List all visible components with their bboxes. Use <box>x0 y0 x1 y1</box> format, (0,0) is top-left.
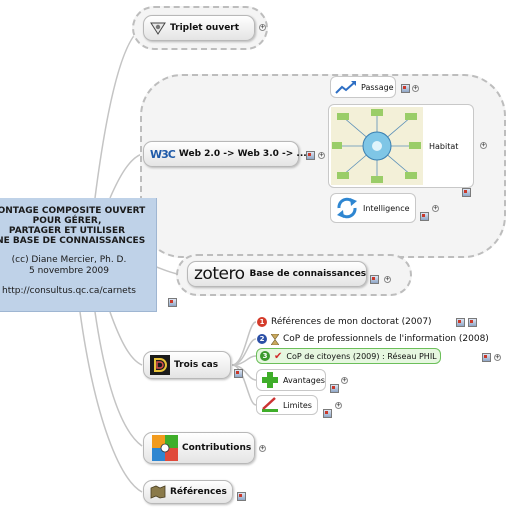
limites-label: Limites <box>283 400 312 410</box>
cas-3-note-icon[interactable] <box>482 353 491 362</box>
priority-3-icon: 3 <box>260 351 270 361</box>
priority-2-icon: 2 <box>257 334 267 344</box>
intelligence-expand-icon[interactable]: + <box>432 204 439 212</box>
passage-expand-icon[interactable]: + <box>412 84 419 92</box>
central-line-3: PARTAGER ET UTILISER <box>8 226 126 236</box>
topic-references[interactable]: Références <box>143 480 233 504</box>
intelligence-note-icon[interactable] <box>420 212 429 221</box>
hourglass-icon <box>271 333 279 345</box>
web-note-icon[interactable] <box>306 151 315 160</box>
node-intelligence[interactable]: Intelligence <box>330 193 416 223</box>
zotero-expand-icon[interactable]: + <box>384 275 391 283</box>
trois-cas-note-icon[interactable] <box>234 369 243 378</box>
central-url[interactable]: http://consultus.qc.ca/carnets <box>2 286 136 296</box>
trois-cas-label: Trois cas <box>174 360 219 370</box>
habitat-diagram-icon <box>331 107 423 185</box>
zotero-logo: zotero <box>194 264 245 284</box>
cas-1-note-icon-2[interactable] <box>468 318 477 327</box>
trend-arrow-icon <box>335 81 356 94</box>
contributions-expand-icon[interactable]: + <box>259 444 266 452</box>
cas-3-expand-icon[interactable]: + <box>494 353 501 361</box>
zotero-logo-text: zotero <box>194 264 245 284</box>
contributions-label: Contributions <box>182 443 252 453</box>
central-line-4: UNE BASE DE CONNAISSANCES <box>0 236 146 246</box>
node-cas-2[interactable]: 2 CoP de professionnels de l'information… <box>257 332 489 346</box>
habitat-label: Habitat <box>429 141 459 151</box>
node-habitat[interactable]: Habitat <box>328 104 474 188</box>
topic-zotero[interactable]: zotero Base de connaissances <box>187 261 367 287</box>
zotero-note-icon[interactable] <box>370 275 379 284</box>
central-line-2: POUR GÉRER, <box>32 216 102 226</box>
passage-note-icon[interactable] <box>401 84 410 93</box>
node-limites[interactable]: Limites <box>256 395 318 415</box>
cas-1-label: Références de mon doctorat (2007) <box>271 317 432 327</box>
node-cas-1[interactable]: 1 Références de mon doctorat (2007) <box>257 315 432 329</box>
plus-icon <box>262 372 278 388</box>
limites-expand-icon[interactable]: + <box>335 401 342 409</box>
triplet-label: Triplet ouvert <box>170 23 240 33</box>
zotero-label: Base de connaissances <box>249 269 367 279</box>
passage-label: Passage <box>361 82 394 92</box>
map-icon <box>150 485 166 499</box>
cas-2-label: CoP de professionnels de l'information (… <box>283 334 489 344</box>
cas-3-label: CoP de citoyens (2009) : Réseau PHIL <box>286 351 437 361</box>
limites-note-icon[interactable] <box>323 409 332 418</box>
central-note-icon[interactable] <box>168 298 177 307</box>
central-topic[interactable]: MONTAGE COMPOSITE OUVERT POUR GÉRER, PAR… <box>0 198 157 312</box>
intelligence-label: Intelligence <box>363 203 410 213</box>
central-line-1: MONTAGE COMPOSITE OUVERT <box>0 206 146 216</box>
refresh-icon <box>337 197 357 219</box>
habitat-expand-icon[interactable]: + <box>480 141 487 149</box>
topic-contributions[interactable]: Contributions <box>143 432 255 464</box>
references-note-icon[interactable] <box>237 492 246 501</box>
puzzle-icon <box>152 435 178 461</box>
references-label: Références <box>170 487 227 497</box>
avantages-expand-icon[interactable]: + <box>341 376 348 384</box>
node-cas-3[interactable]: 3 ✔ CoP de citoyens (2009) : Réseau PHIL <box>256 348 441 364</box>
priority-1-icon: 1 <box>257 317 267 327</box>
avantages-label: Avantages <box>283 375 325 385</box>
central-author: (cc) Diane Mercier, Ph. D. <box>11 255 127 265</box>
node-passage[interactable]: Passage <box>330 76 396 98</box>
checkmark-icon: ✔ <box>274 350 283 362</box>
avantages-note-icon[interactable] <box>330 384 339 393</box>
rainbow-d-icon <box>150 355 170 375</box>
web-label: Web 2.0 -> Web 3.0 -> ... <box>178 149 307 159</box>
topic-trois-cas[interactable]: Trois cas <box>143 351 231 379</box>
ruler-pencil-icon <box>262 397 278 412</box>
topic-triplet-ouvert[interactable]: Triplet ouvert <box>143 15 255 41</box>
web-expand-icon[interactable]: + <box>318 151 325 159</box>
central-date: 5 novembre 2009 <box>29 266 109 276</box>
habitat-note-icon[interactable] <box>462 188 471 197</box>
triplet-expand-icon[interactable]: + <box>259 23 266 31</box>
triangle-logo-icon <box>150 22 166 35</box>
node-avantages[interactable]: Avantages <box>256 369 326 391</box>
cas-1-note-icon[interactable] <box>456 318 465 327</box>
topic-web[interactable]: W3C Web 2.0 -> Web 3.0 -> ... <box>143 141 307 167</box>
w3c-logo-icon: W3C <box>150 147 176 161</box>
